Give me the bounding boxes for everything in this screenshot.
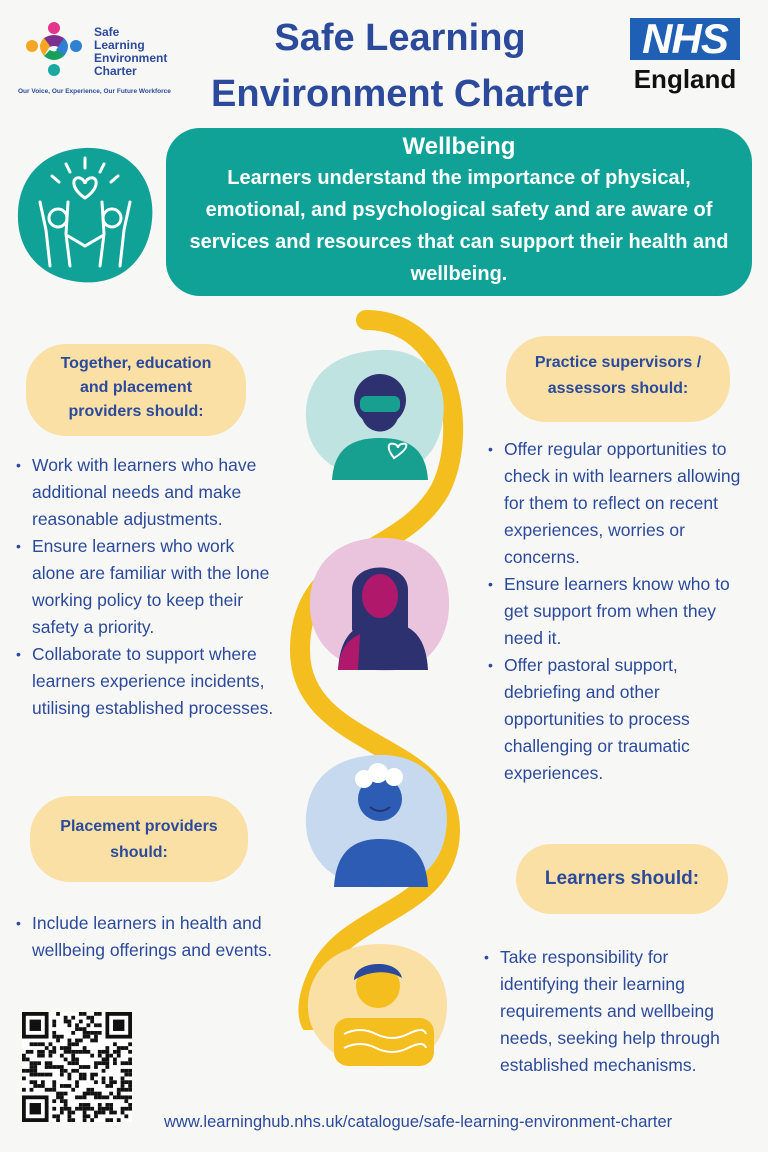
heading-line: should: <box>110 844 168 861</box>
heading-line: Placement providers <box>60 818 218 835</box>
list-item: Offer pastoral support, debriefing and o… <box>488 652 756 787</box>
heading-learners: Learners should: <box>516 844 728 914</box>
banner-text: Learners understand the importance of ph… <box>189 167 729 285</box>
logo-line: Environment <box>94 51 168 65</box>
heading-line: Practice supervisors / <box>534 354 702 371</box>
list-together: Work with learners who have additional n… <box>16 452 278 722</box>
list-item: Take responsibility for identifying thei… <box>484 944 746 1079</box>
people-circle-icon <box>26 22 82 76</box>
avatars-column <box>305 349 450 1067</box>
list-item: Offer regular opportunities to check in … <box>488 436 756 571</box>
nhs-region: England <box>633 64 737 94</box>
banner-title: Wellbeing <box>402 133 516 160</box>
logo-line: Learning <box>94 38 145 52</box>
avatar-hijab-icon <box>309 537 450 671</box>
list-item: Ensure learners know who to get support … <box>488 571 756 652</box>
list-practice: Offer regular opportunities to check in … <box>488 436 756 787</box>
avatar-elder-icon <box>305 754 447 888</box>
logo-tagline: Our Voice, Our Experience, Our Future Wo… <box>18 88 171 95</box>
charter-logo <box>26 22 82 76</box>
qr-code[interactable] <box>22 1012 132 1122</box>
heading-practice: Practice supervisors / assessors should: <box>506 336 730 422</box>
heading-placement: Placement providers should: <box>30 796 248 882</box>
list-item: Include learners in health and wellbeing… <box>16 910 278 964</box>
logo-line: Charter <box>94 64 137 78</box>
list-learners: Take responsibility for identifying thei… <box>484 944 746 1079</box>
page-title: Safe Learning Environment Charter <box>211 17 589 115</box>
logo-line: Safe <box>94 25 120 39</box>
heading-line: providers should: <box>68 403 204 420</box>
nhs-logo: NHS <box>630 18 740 60</box>
list-item: Collaborate to support where learners ex… <box>16 641 278 722</box>
wellbeing-banner: Wellbeing Learners understand the import… <box>166 128 752 296</box>
list-item: Ensure learners who work alone are famil… <box>16 533 278 641</box>
avatar-learner-icon <box>307 944 447 1067</box>
avatar-supervisor-icon <box>305 349 444 480</box>
wellbeing-icon <box>17 147 153 283</box>
charter-url-link[interactable]: www.learninghub.nhs.uk/catalogue/safe-le… <box>164 1113 673 1131</box>
heading-together: Together, education and placement provid… <box>26 344 246 436</box>
heading-line: assessors should: <box>547 380 689 397</box>
yellow-snake-path <box>289 310 464 1030</box>
logo-text: Safe Learning Environment Charter <box>94 26 167 78</box>
heading-line: Together, education <box>60 355 212 372</box>
list-placement: Include learners in health and wellbeing… <box>16 910 278 964</box>
heading-line: and placement <box>79 379 193 396</box>
list-item: Work with learners who have additional n… <box>16 452 278 533</box>
